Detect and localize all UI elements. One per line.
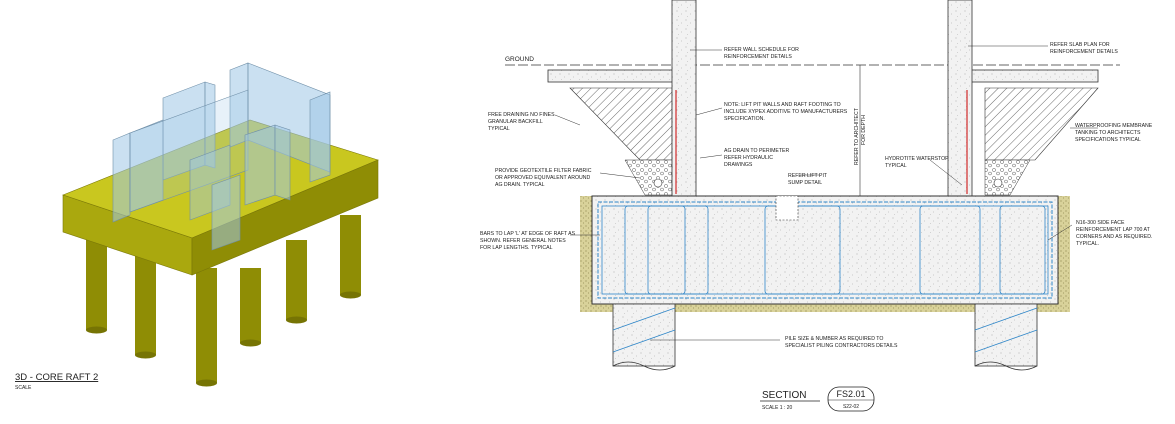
gravel-right: [984, 159, 1031, 196]
ag-drain-right: [993, 178, 1003, 188]
note-side-face-2: REINFORCEMENT LAP 700 AT: [1076, 227, 1151, 233]
note-backfill-3: TYPICAL: [488, 126, 510, 132]
isometric-raft-view: 3D - CORE RAFT 2 SCALE: [15, 62, 379, 391]
note-backfill-2: GRANULAR BACKFILL: [488, 119, 543, 125]
raft-section-view: GROUND: [480, 0, 1153, 412]
note-wall-schedule-1: REFER WALL SCHEDULE FOR: [724, 47, 799, 53]
soil-bottom: [580, 304, 1070, 312]
note-pile-2: SPECIALIST PILING CONTRACTORS DETAILS: [785, 343, 898, 349]
lift-pit-walls-3d: [112, 62, 331, 251]
note-geotextile-3: AG DRAIN. TYPICAL: [495, 182, 545, 188]
raft-bar-loops: [624, 205, 1046, 295]
note-waterstop-2: TYPICAL: [885, 163, 907, 169]
section-title: SECTION: [762, 390, 806, 401]
ground-label: GROUND: [505, 56, 534, 63]
note-bars-lap-1: BARS TO LAP 'L' AT EDGE OF RAFT AS: [480, 231, 576, 237]
note-side-face-4: TYPICAL.: [1076, 241, 1099, 247]
note-agdrain-2: REFER HYDRAULIC: [724, 155, 773, 161]
section-sheet: S22-02: [843, 404, 859, 410]
piles-3d: [86, 215, 361, 387]
note-xypex-2: INCLUDE XYPEX ADDITIVE TO MANUFACTURERS: [724, 109, 848, 115]
view3d-title: 3D - CORE RAFT 2: [15, 372, 98, 383]
note-sump-1: REFER LIFT PIT: [788, 173, 828, 179]
note-agdrain-3: DRAWINGS: [724, 162, 753, 168]
gravel-left: [624, 159, 673, 196]
piles-section: [612, 303, 1038, 371]
pit-wall-right: [947, 0, 973, 197]
soil-right: [1058, 196, 1070, 304]
raft-footing: [591, 195, 1059, 305]
soil-hatch-right: [984, 87, 1099, 161]
note-pile-1: PILE SIZE & NUMBER AS REQUIRED TO: [785, 336, 883, 342]
note-xypex-1: NOTE: LIFT PIT WALLS AND RAFT FOOTING TO: [724, 102, 841, 108]
note-waterproofing-2: TANKING TO ARCHITECTS: [1075, 130, 1141, 136]
note-waterproofing-3: SPECIFICATIONS TYPICAL: [1075, 137, 1141, 143]
note-geotextile-1: PROVIDE GEOTEXTILE FILTER FABRIC: [495, 168, 592, 174]
section-tag: SECTION SCALE 1 : 20 FS2.01 S22-02: [760, 386, 875, 412]
ag-drain-left: [653, 178, 663, 188]
slab-right: [954, 69, 1099, 83]
soil-hatch-left: [569, 87, 673, 161]
raft-reinforcement: [597, 201, 1053, 299]
note-geotextile-2: OR APPROVED EQUIVALENT AROUND: [495, 175, 590, 181]
view3d-scale: SCALE: [15, 385, 32, 391]
note-sump-2: SUMP DETAIL: [788, 180, 822, 186]
section-scale: SCALE 1 : 20: [762, 405, 793, 411]
note-architect-depth-1: REFER TO ARCHITECT: [854, 107, 860, 165]
note-backfill-1: FREE DRAINING NO FINES: [488, 112, 555, 118]
note-agdrain-1: AG DRAIN TO PERIMETER: [724, 148, 789, 154]
slab-left: [547, 69, 688, 83]
note-bars-lap-3: FOR LAP LENGTHS. TYPICAL: [480, 245, 553, 251]
note-waterproofing-1: WATERPROOFING MEMBRANE: [1075, 123, 1153, 129]
sump-outline: [775, 195, 799, 221]
note-architect-depth-2: FOR DEPTH: [861, 115, 867, 145]
note-bars-lap-2: SHOWN. REFER GENERAL NOTES: [480, 238, 566, 244]
note-waterstop-1: HYDROTITE WATERSTOP: [885, 156, 949, 162]
leader-lines: [554, 45, 1098, 341]
section-number: FS2.01: [836, 389, 865, 399]
note-wall-schedule-2: REINFORCEMENT DETAILS: [724, 54, 792, 60]
soil-left: [580, 196, 592, 304]
note-slab-plan-2: REINFORCEMENT DETAILS: [1050, 49, 1118, 55]
note-xypex-3: SPECIFICATION.: [724, 116, 765, 122]
note-slab-plan-1: REFER SLAB PLAN FOR: [1050, 42, 1110, 48]
note-side-face-1: N16-300 SIDE FACE: [1076, 220, 1125, 226]
annotation-notes: REFER WALL SCHEDULE FOR REINFORCEMENT DE…: [480, 42, 1153, 349]
note-side-face-3: CORNERS AND AS REQUIRED.: [1076, 234, 1152, 240]
